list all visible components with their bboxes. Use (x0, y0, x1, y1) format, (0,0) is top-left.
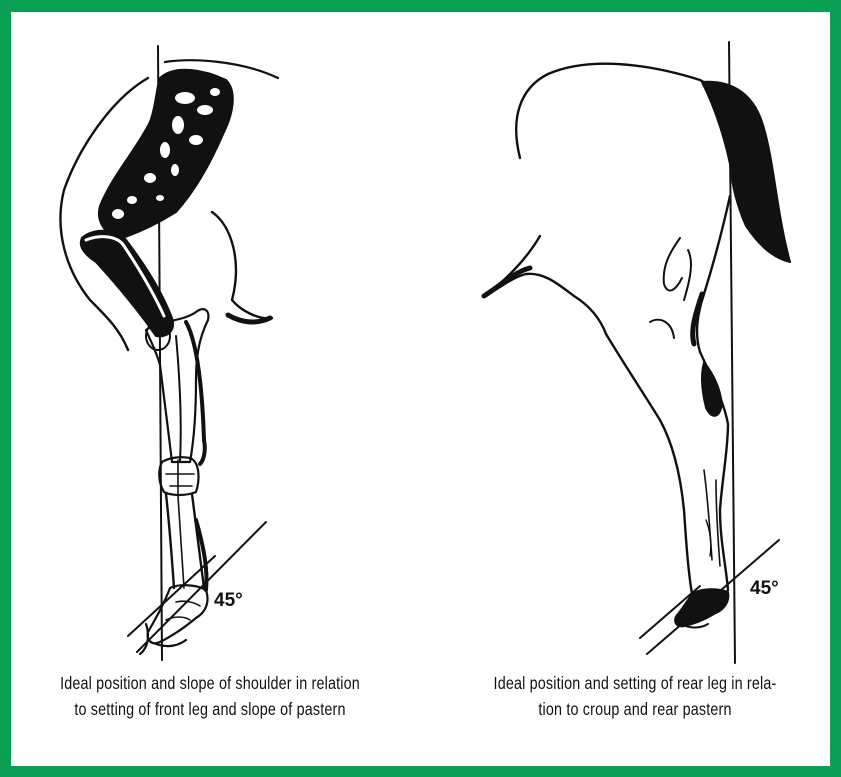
thigh-muscle-line (664, 238, 682, 291)
rear-leg-caption-line-2: tion to croup and rear pastern (438, 696, 832, 722)
croup-outline (516, 64, 728, 158)
cannon-bone (166, 494, 204, 588)
rear-leg-caption: Ideal position and setting of rear leg i… (438, 670, 832, 722)
front-angle-label: 45° (214, 590, 243, 611)
front-hoof (140, 624, 186, 654)
front-pastern (148, 585, 208, 643)
tail (702, 82, 790, 262)
rear-cannon-lines (704, 470, 720, 566)
gaskin-front (606, 334, 692, 594)
front-leg-caption-line-2: to setting of front leg and slope of pas… (13, 696, 407, 722)
rear-angle-label: 45° (750, 578, 779, 599)
rear-leg-diagram: 45° (484, 42, 790, 663)
front-leg-diagram: 45° (60, 46, 278, 660)
hock (702, 362, 722, 416)
rear-pastern (675, 589, 728, 626)
front-elbow-outline (212, 212, 272, 318)
front-leg-caption: Ideal position and slope of shoulder in … (13, 670, 407, 722)
rear-leg-caption-line-1: Ideal position and setting of rear leg i… (438, 670, 832, 696)
front-leg-caption-line-1: Ideal position and slope of shoulder in … (13, 670, 407, 696)
